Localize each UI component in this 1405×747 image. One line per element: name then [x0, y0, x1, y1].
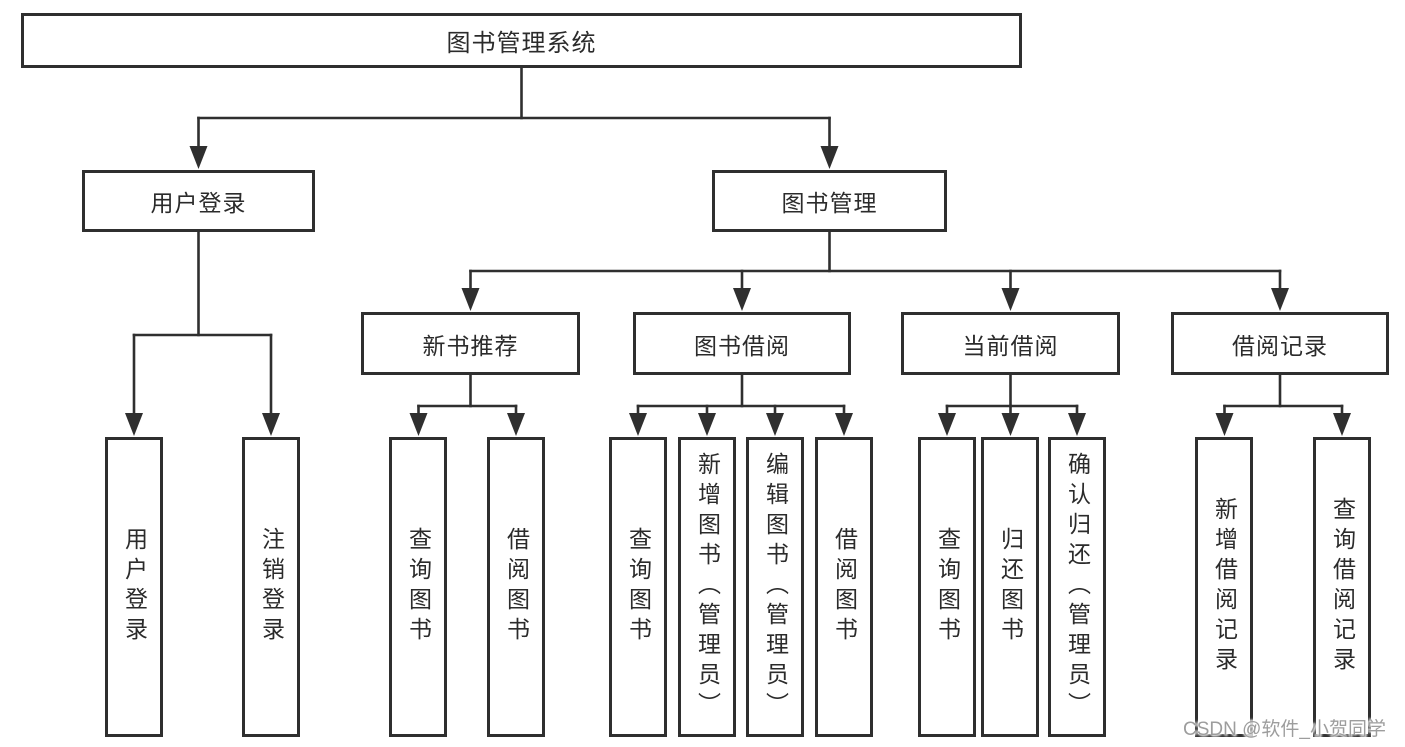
leaf-add-borrow-record: 新增借阅记录	[1195, 437, 1253, 737]
node-user-login-branch: 用户登录	[82, 170, 315, 232]
leaf-query-books-recommend: 查询图书	[389, 437, 447, 737]
node-book-borrow: 图书借阅	[633, 312, 851, 375]
node-root-system: 图书管理系统	[21, 13, 1022, 68]
leaf-query-books-borrow: 查询图书	[609, 437, 667, 737]
node-current-borrow: 当前借阅	[901, 312, 1120, 375]
leaf-borrow-book: 借阅图书	[815, 437, 873, 737]
leaf-confirm-return-admin: 确认归还（管理员）	[1048, 437, 1106, 737]
leaf-add-book-admin: 新增图书（管理员）	[678, 437, 736, 737]
leaf-logout: 注销登录	[242, 437, 300, 737]
node-new-book-recommend: 新书推荐	[361, 312, 580, 375]
leaf-edit-book-admin: 编辑图书（管理员）	[746, 437, 804, 737]
leaf-query-borrow-record: 查询借阅记录	[1313, 437, 1371, 737]
leaf-user-login: 用户登录	[105, 437, 163, 737]
csdn-watermark: CSDN @软件_小贺同学	[1183, 719, 1386, 740]
leaf-return-book: 归还图书	[981, 437, 1039, 737]
node-book-management-branch: 图书管理	[712, 170, 947, 232]
node-borrow-records: 借阅记录	[1171, 312, 1389, 375]
leaf-query-books-current: 查询图书	[918, 437, 976, 737]
leaf-borrow-book-recommend: 借阅图书	[487, 437, 545, 737]
